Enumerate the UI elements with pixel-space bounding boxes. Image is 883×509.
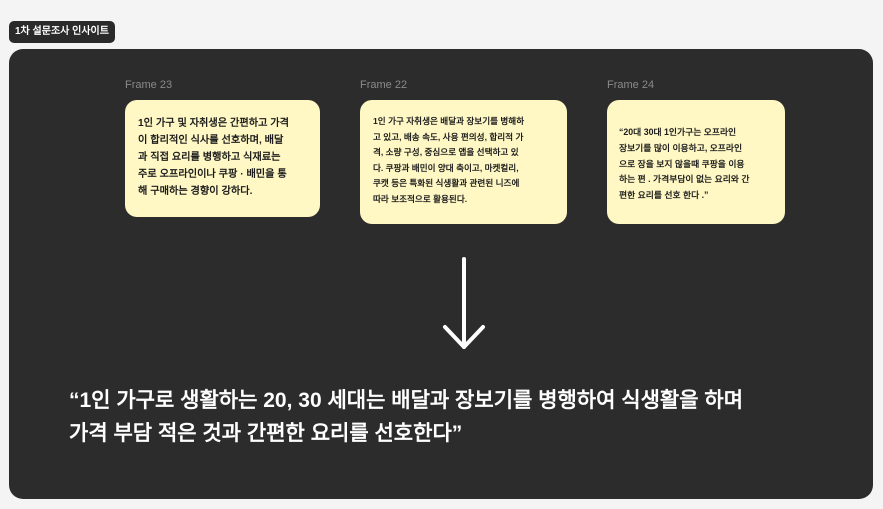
note-line: 1인 가구 자취생은 배달과 장보기를 병해하 (373, 116, 525, 126)
section-tag[interactable]: 1차 설문조사 인사이트 (9, 21, 115, 43)
conclusion-text[interactable]: “1인 가구로 생활하는 20, 30 세대는 배달과 장보기를 병행하여 식생… (69, 384, 859, 450)
frame-label-24[interactable]: Frame 24 (607, 79, 655, 91)
note-line: 주로 오프라인이나 쿠팡 · 배민을 통 (138, 169, 287, 180)
note-line: 과 직접 요리를 병행하고 식재료는 (138, 152, 281, 163)
note-line: 이 합리적인 식사를 선호하며, 배달 (138, 135, 284, 146)
frame-label-23[interactable]: Frame 23 (125, 79, 173, 91)
note-line: “20대 30대 1인가구는 오프라인 (619, 127, 737, 137)
sticky-note-frame-22[interactable]: 1인 가구 자취생은 배달과 장보기를 병해하 고 있고, 배송 속도, 사용 … (360, 100, 567, 224)
note-line: 편한 요리를 선호 한다 .” (619, 190, 709, 201)
sticky-note-frame-24[interactable]: “20대 30대 1인가구는 오프라인 장보기를 많이 이용하고, 오프라인 으… (607, 100, 785, 224)
insight-board: Frame 23 Frame 22 Frame 24 1인 가구 및 자취생은 … (9, 49, 873, 499)
frame-label-22[interactable]: Frame 22 (360, 79, 408, 91)
note-line: 따라 보조적으로 활용된다. (373, 193, 468, 204)
note-line: 해 구매하는 경향이 강하다. (138, 186, 253, 197)
note-line: 격, 소량 구성, 중심으로 앱을 선택하고 있 (373, 147, 519, 158)
note-line: 장보기를 많이 이용하고, 오프라인 (619, 142, 743, 153)
note-line: 으로 장을 보지 않을때 쿠팡을 이용 (619, 158, 745, 169)
note-line: 쿠캣 등은 특화된 식생활과 관련된 니즈에 (373, 178, 520, 189)
sticky-note-frame-23[interactable]: 1인 가구 및 자취생은 간편하고 가격 이 합리적인 식사를 선호하며, 배달… (125, 100, 320, 217)
arrow-down-icon[interactable] (439, 257, 489, 351)
note-line: 고 있고, 배송 속도, 사용 편의성, 합리적 가 (373, 131, 524, 142)
note-line: 1인 가구 및 자취생은 간편하고 가격 (138, 118, 290, 129)
conclusion-line-1: “1인 가구로 생활하는 20, 30 세대는 배달과 장보기를 병행하여 식생… (69, 389, 744, 412)
note-line: 다. 쿠팡과 배민이 양대 축이고, 마켓컬리, (373, 162, 519, 173)
note-line: 하는 편 . 가격부담이 없는 요리와 간 (619, 174, 750, 185)
conclusion-line-2: 가격 부담 적은 것과 간편한 요리를 선호한다” (69, 422, 463, 445)
